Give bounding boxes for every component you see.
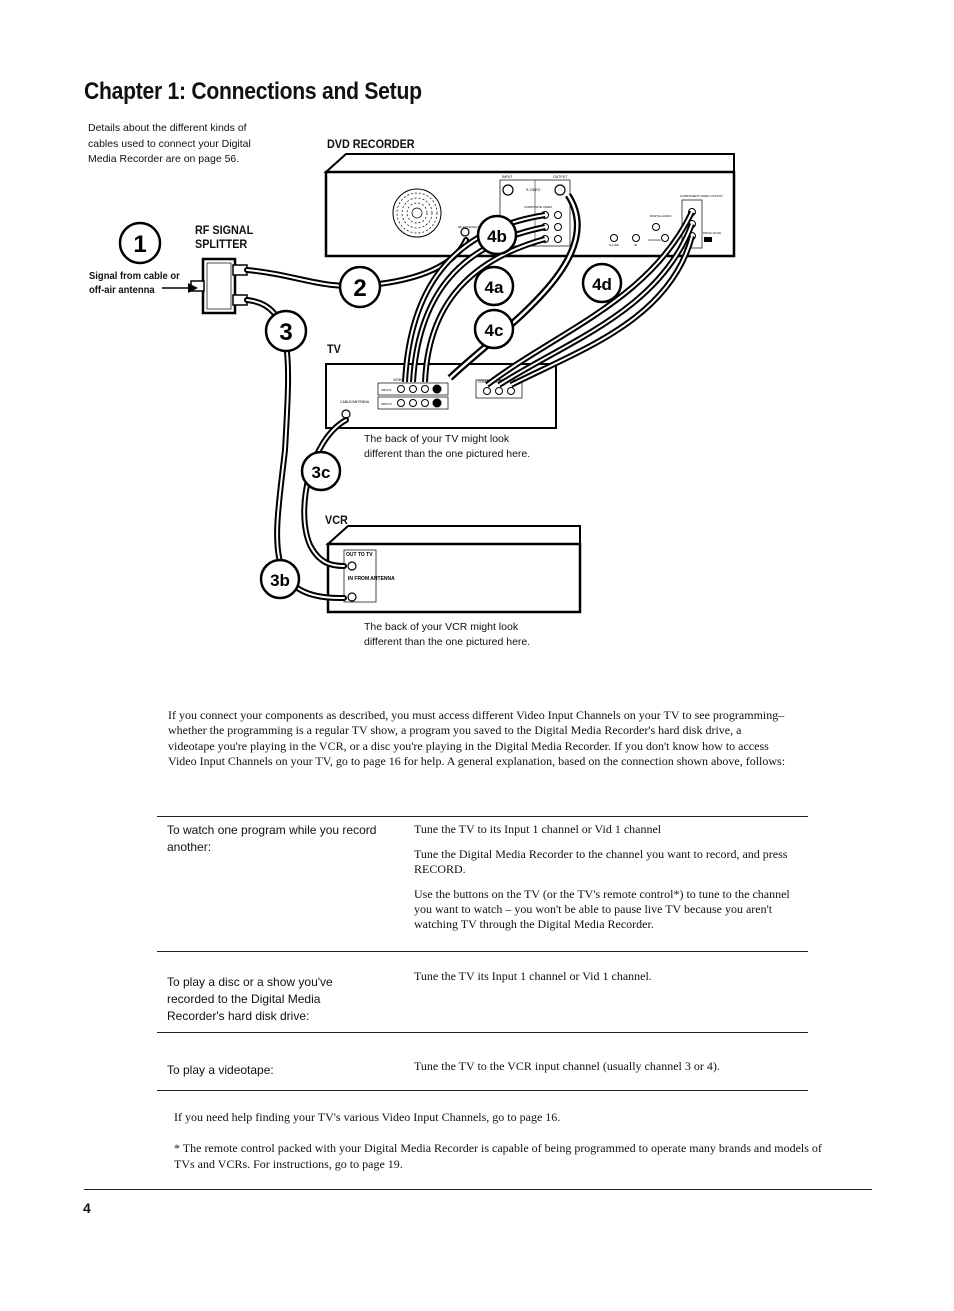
table-row-divider	[157, 951, 808, 952]
step-4c-label: 4c	[485, 321, 504, 340]
dvd-rf-antenna-label: RF ANTENNA INPUT	[458, 225, 487, 229]
fan-grille	[392, 188, 442, 238]
tv-input2-label: INPUT2	[381, 402, 392, 406]
dvd-glink-label: G-LINK	[609, 243, 619, 247]
footer-rule	[84, 1189, 872, 1190]
dvd-coaxial-label: COAXIAL	[648, 238, 661, 242]
tv-label: TV	[327, 342, 341, 356]
page-number: 4	[83, 1200, 91, 1216]
step-badge-4a: 4a	[473, 265, 515, 307]
dvd-output-label: OUTPUT	[553, 175, 568, 179]
table-row-instructions: Tune the TV to the VCR input channel (us…	[414, 1059, 794, 1084]
tv-video-label: VIDEO	[393, 378, 404, 382]
tv-caption: The back of your TV might look different…	[364, 433, 531, 460]
dvd-digital-audio-label: DIGITAL AUDIO	[650, 214, 672, 218]
instruction-text: Use the buttons on the TV (or the TV's r…	[414, 887, 790, 931]
instruction-text: Tune the TV to its Input 1 channel or Vi…	[414, 822, 662, 836]
vcr-in-from-antenna-label: IN FROM ANTENNA	[348, 576, 395, 582]
dvd-progscan-label: PROG SCAN	[703, 231, 721, 235]
table-row-label: To play a disc or a show you've recorded…	[167, 975, 333, 1023]
vcr-caption: The back of your VCR might look differen…	[364, 621, 531, 648]
step-badge-3: 3	[264, 309, 308, 353]
table-row-instructions: Tune the TV to its Input 1 channel or Vi…	[414, 822, 794, 942]
dvd-svideo-label: S-VIDEO	[526, 188, 541, 192]
step-3-label: 3	[279, 319, 292, 346]
chapter-title: Chapter 1: Connections and Setup	[84, 78, 422, 105]
vcr-out-to-tv-label: OUT TO TV	[346, 552, 373, 558]
rf-splitter-label: RF SIGNAL SPLITTER	[195, 223, 254, 251]
details-note: Details about the different kinds of cab…	[88, 122, 251, 165]
dvd-composite-label: COMPOSITE VIDEO	[524, 205, 553, 209]
dvd-ir-label: IR	[634, 243, 638, 247]
tv-cable-antenna-label: CABLE/ANTENNA	[340, 400, 370, 404]
step-badge-4d: 4d	[581, 262, 623, 304]
cable-4b	[447, 193, 581, 381]
intro-paragraph: If you connect your components as descri…	[168, 708, 786, 768]
step-4b-label: 4b	[487, 227, 507, 246]
cable-3c	[301, 417, 349, 569]
dvd-component-out-label: COMPONENT VIDEO OUTPUT	[680, 194, 723, 198]
instruction-text: Tune the TV to the VCR input channel (us…	[414, 1059, 720, 1073]
table-top-rule	[157, 816, 808, 817]
vcr-back: OUT TO TV IN FROM ANTENNA	[325, 525, 582, 614]
dvd-input-label: INPUT	[502, 175, 513, 179]
step-4d-label: 4d	[592, 275, 612, 294]
table-row-label: To watch one program while you record an…	[167, 823, 377, 854]
table-row-instructions: Tune the TV its Input 1 channel or Vid 1…	[414, 969, 794, 994]
step-badge-1: 1	[118, 221, 162, 265]
step-badge-3c: 3c	[300, 450, 342, 492]
step-3b-label: 3b	[270, 571, 290, 590]
step-1-label: 1	[133, 231, 146, 258]
table-row-divider	[157, 1032, 808, 1033]
vcr-label: VCR	[325, 513, 348, 527]
step-badge-2: 2	[338, 265, 382, 309]
table-bottom-rule	[157, 1090, 808, 1091]
dvd-recorder-label: DVD RECORDER	[327, 137, 415, 151]
step-badge-3b: 3b	[259, 558, 301, 600]
remote-note: * The remote control packed with your Di…	[174, 1141, 822, 1171]
instruction-text: Tune the Digital Media Recorder to the c…	[414, 847, 788, 876]
help-note: If you need help finding your TV's vario…	[174, 1110, 561, 1124]
step-4a-label: 4a	[485, 278, 504, 297]
step-3c-label: 3c	[312, 463, 331, 482]
signal-source-label: Signal from cable or off-air antenna	[89, 270, 180, 296]
step-2-label: 2	[353, 275, 366, 302]
step-badge-4b: 4b	[476, 214, 518, 256]
signal-arrow	[162, 283, 198, 293]
instruction-text: Tune the TV its Input 1 channel or Vid 1…	[414, 969, 652, 983]
tv-input1-label: INPUT1	[381, 388, 392, 392]
step-badge-4c: 4c	[473, 308, 515, 350]
rf-splitter	[190, 257, 248, 315]
cable-4d	[485, 210, 695, 388]
table-row-label: To play a videotape:	[167, 1063, 274, 1077]
connection-diagram: INPUT OUTPUT S-VIDEO COMPOSITE VIDEO RF …	[118, 153, 736, 614]
